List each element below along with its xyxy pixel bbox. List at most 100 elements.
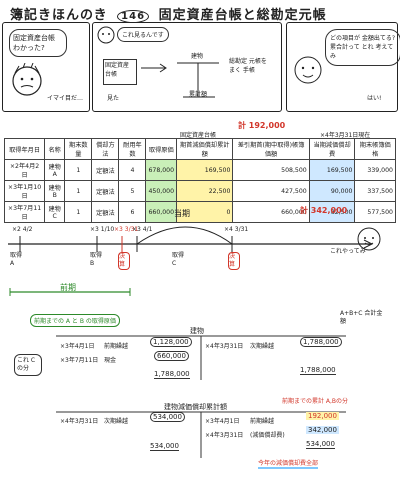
depreciation-note-bottom: 今年の減価償却費全部 xyxy=(258,460,319,469)
depreciation-left-date-1: ×4年3月31日 xyxy=(60,418,99,425)
ledger-cell: 337,500 xyxy=(354,180,396,202)
ledger-cell: 678,000 xyxy=(145,159,178,181)
t-account-title: 建物 xyxy=(191,53,204,60)
acquire-b-label: 取得 B xyxy=(90,252,103,267)
note: 総勘定 元帳をまく 手帳 xyxy=(229,58,267,74)
building-left-amount-2: 660,000 xyxy=(154,351,189,361)
acquire-a-label: 取得 A xyxy=(10,252,23,267)
sign-label: これやってみ xyxy=(330,248,366,255)
ledger-cell: 建物B xyxy=(44,180,66,202)
building-note-right: A+B+C 合計金額 xyxy=(340,310,383,325)
ledger-cell: 0 xyxy=(176,201,234,223)
timeline-label-5: ×4 3/31 xyxy=(224,226,249,233)
ledger-cell: ×2年4月2日 xyxy=(3,159,46,181)
building-note-left: 前期までの A と B の取得原価 xyxy=(30,314,120,327)
ledger-cell: 82,500 xyxy=(308,201,356,223)
comic-panel-3: どの項目が 金額出てる? 累合計って とれ 考えてみ はい! xyxy=(286,22,400,112)
ledger-column-header: 期末数量 xyxy=(64,138,93,160)
ledger-cell: 6 xyxy=(118,201,147,223)
depreciation-note-right: 前期までの累計 A,Bの分 xyxy=(282,398,349,405)
ledger-cell: 1 xyxy=(64,180,93,202)
timeline-label-2: ×3 1/10 xyxy=(90,226,115,233)
building-right-desc-1: 次期繰越 xyxy=(250,343,275,350)
ledger-cell: 450,000 xyxy=(145,180,178,202)
ledger-column-header: 償却方法 xyxy=(91,138,120,160)
ledger-cell: 169,500 xyxy=(308,159,356,181)
t-account-drawing xyxy=(177,62,219,98)
depreciation-account-title: 建物減価償却累計額 xyxy=(164,403,227,411)
building-right-amount-1: 1,788,000 xyxy=(300,337,342,347)
subtitle-text: 固定資産台帳と総勘定元帳 xyxy=(158,8,327,23)
speech-bubble: これ見るんです xyxy=(117,27,169,42)
ledger-cell: 定額法 xyxy=(91,201,120,223)
ledger-cell: 339,000 xyxy=(354,159,396,181)
ledger-cell: 1 xyxy=(64,159,93,181)
ledger-cell: 427,500 xyxy=(232,180,310,202)
ledger-cell: 定額法 xyxy=(91,180,120,202)
title-text: 簿記きほんのき xyxy=(10,8,108,23)
depreciation-right-amount-2: 342,000 xyxy=(306,426,339,434)
building-left-date-2: ×3年7月11日 xyxy=(60,357,99,364)
character-face-icon xyxy=(97,26,115,44)
ledger-cell: 660,000 xyxy=(232,201,310,223)
building-left-desc-2: 現金 xyxy=(104,357,117,364)
ledger-cell: 4 xyxy=(118,159,147,181)
ledger-book-drawing: 固定資産 台帳 xyxy=(103,59,137,85)
ledger-date-note: ×4年3月31日現在 xyxy=(320,132,371,139)
building-c-note: これ Cの分 xyxy=(14,354,42,376)
timeline-label-4: ×3 4/1 xyxy=(132,226,153,233)
character-face-icon xyxy=(12,63,42,96)
building-left-date-1: ×3年4月1日 xyxy=(60,343,95,350)
building-right-date-1: ×4年3月31日 xyxy=(205,343,244,350)
character-face-icon xyxy=(357,227,381,251)
ledger-column-header: 取得年月日 xyxy=(3,138,46,160)
ledger-column-header: 名称 xyxy=(44,138,66,160)
prior-period-label: 前期 xyxy=(60,283,76,292)
character-face-icon xyxy=(294,56,322,84)
annotation-total-top: 計 192,000 xyxy=(238,121,286,130)
ledger-column-header: 当期減価償却費 xyxy=(308,138,356,160)
arrow-right-icon xyxy=(141,63,167,73)
ledger-column-header: 取得原価 xyxy=(145,138,178,160)
ledger-column-header: 期首減価償却累計額 xyxy=(176,138,234,160)
comic-panel-1: 固定資産台帳 わかった? イマイ目だ… xyxy=(2,22,90,112)
speech-bubble: どの項目が 金額出てる? 累合計って とれ 考えてみ xyxy=(325,29,400,66)
depreciation-right-date-2: ×4年3月31日 xyxy=(205,432,244,439)
building-left-desc-1: 前期繰越 xyxy=(104,343,129,350)
ledger-column-header: 差引期首(期中取得)帳簿価額 xyxy=(232,138,310,160)
speech-bubble: 固定資産台帳 わかった? xyxy=(9,29,67,57)
timeline-label-1: ×2 4/2 xyxy=(12,226,33,233)
current-period-label: 当期 xyxy=(174,209,190,218)
ledger-cell: ×3年1月10日 xyxy=(3,180,46,202)
depreciation-left-desc-1: 次期繰越 xyxy=(104,418,129,425)
ledger-cell: 5 xyxy=(118,180,147,202)
reply-label: はい! xyxy=(367,95,382,102)
t-account-label: 累計額 xyxy=(189,91,208,98)
ledger-cell: 1 xyxy=(64,201,93,223)
depreciation-left-amount-1: 534,000 xyxy=(150,412,185,422)
ledger-cell: 22,500 xyxy=(176,180,234,202)
ledger-cell: 577,500 xyxy=(354,201,396,223)
ledger-cell: 定額法 xyxy=(91,159,120,181)
depreciation-right-desc-2: (減価償却費) xyxy=(250,432,285,439)
annotation-total-bottom: 計 342,000 xyxy=(300,206,348,215)
ledger-cell: 169,500 xyxy=(176,159,234,181)
ledger-column-header: 耐用年数 xyxy=(118,138,147,160)
building-account-title: 建物 xyxy=(190,327,204,335)
ledger-cell: ×3年7月11日 xyxy=(3,201,46,223)
depreciation-left-total: 534,000 xyxy=(150,442,179,451)
depreciation-right-total: 534,000 xyxy=(306,440,335,449)
depreciation-t-account-lines xyxy=(56,411,346,458)
building-t-account-lines xyxy=(56,335,346,380)
timeline-label-3: ×3 3/31 xyxy=(114,226,139,233)
ledger-cell: 660,000 xyxy=(145,201,178,223)
closing-label-2: 決算 xyxy=(228,252,240,270)
depreciation-right-amount-1: 192,000 xyxy=(306,412,339,420)
page-title: 簿記きほんのき 146 固定資産台帳と総勘定元帳 xyxy=(10,4,327,23)
timeline-drawing xyxy=(8,226,374,296)
ledger-cell: 建物A xyxy=(44,159,66,181)
depreciation-right-desc-1: 前期繰越 xyxy=(250,418,275,425)
